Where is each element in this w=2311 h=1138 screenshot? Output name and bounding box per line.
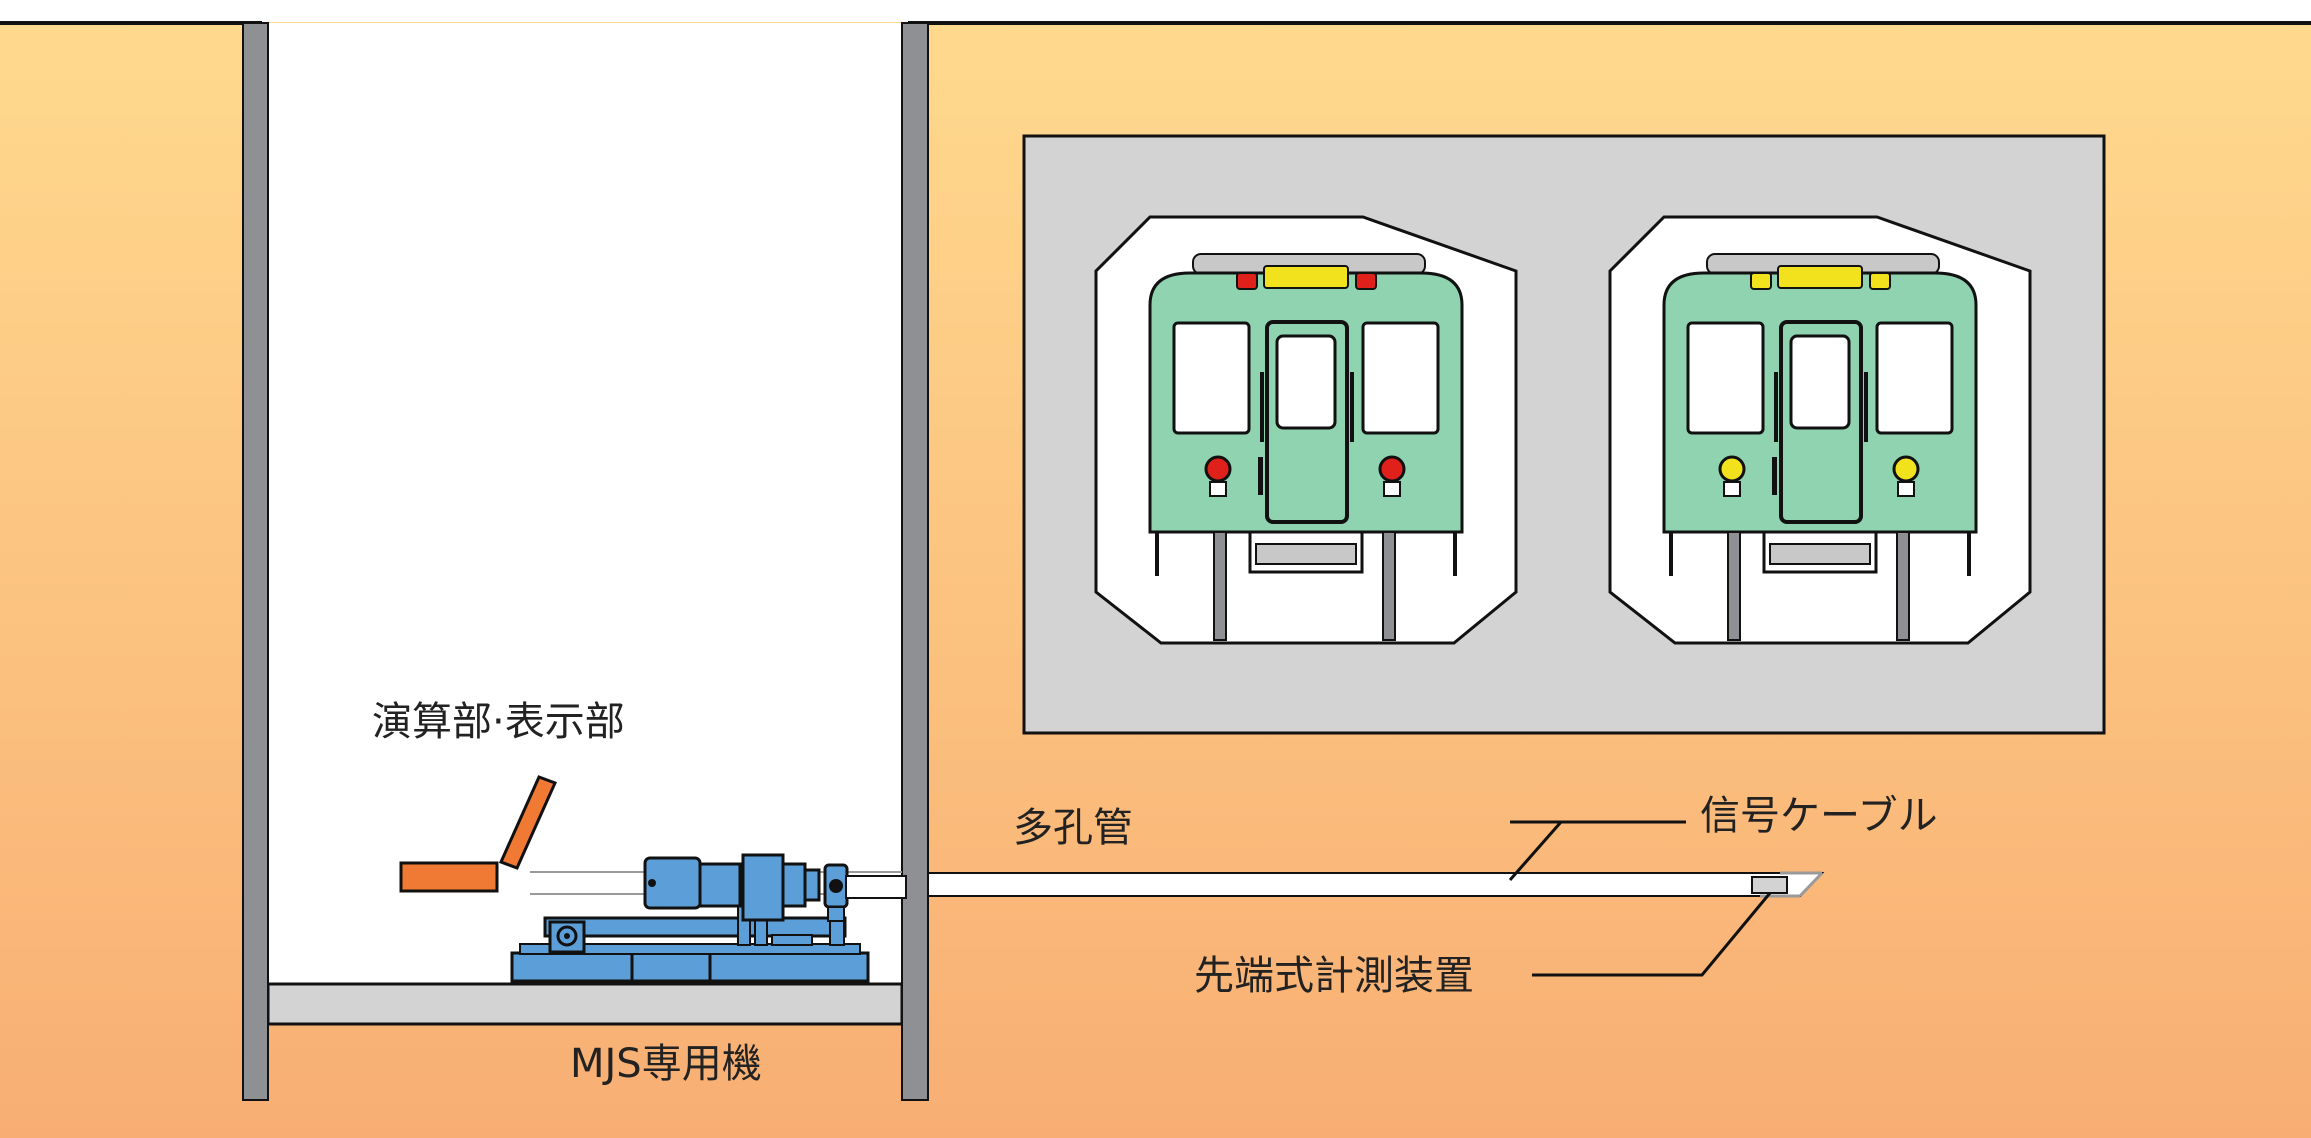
tip-measuring-device-label: 先端式計測装置 bbox=[1194, 953, 1474, 999]
window-right bbox=[1875, 321, 1954, 435]
destination-sign bbox=[1777, 265, 1863, 289]
mjs-machine-label: MJS専用機 bbox=[570, 1041, 762, 1087]
marker-lamp-left bbox=[1750, 272, 1772, 290]
door-window bbox=[1789, 334, 1851, 430]
marker-lamp-left bbox=[1236, 272, 1258, 290]
control-display-unit-lid bbox=[498, 775, 558, 870]
control-display-unit-label: 演算部·表示部 bbox=[372, 699, 625, 745]
gearbox bbox=[741, 853, 785, 922]
tip-device-leader bbox=[1532, 892, 1772, 977]
shaft-floor-slab bbox=[266, 982, 904, 1026]
window-left bbox=[1172, 321, 1251, 435]
window-right bbox=[1361, 321, 1440, 435]
machine-base bbox=[510, 951, 870, 983]
headlight-left bbox=[1204, 455, 1232, 483]
multi-hole-pipe bbox=[530, 871, 1825, 898]
train-yellow-lamps bbox=[1608, 215, 2032, 645]
marker-lamp-right bbox=[1355, 272, 1377, 290]
signal-cable-leader-diagonal bbox=[1508, 821, 1563, 881]
headlight-right bbox=[1892, 455, 1920, 483]
signal-cable-label: 信号ケーブル bbox=[1700, 793, 1938, 839]
train-red-lamps bbox=[1094, 215, 1518, 645]
destination-sign bbox=[1263, 265, 1349, 289]
shaft-interior bbox=[268, 23, 902, 983]
multi-hole-pipe-label: 多孔管 bbox=[1013, 805, 1133, 851]
headlight-right bbox=[1378, 455, 1406, 483]
machine-rail bbox=[543, 916, 847, 938]
shaft-wall-right bbox=[901, 22, 929, 1101]
mjs-machine bbox=[510, 853, 907, 983]
marker-lamp-right bbox=[1869, 272, 1891, 290]
door-window bbox=[1275, 334, 1337, 430]
tip-measuring-device bbox=[1751, 876, 1788, 894]
headlight-left bbox=[1718, 455, 1746, 483]
control-display-unit-base bbox=[399, 861, 499, 893]
shaft-wall-left bbox=[242, 22, 269, 1101]
window-left bbox=[1686, 321, 1765, 435]
